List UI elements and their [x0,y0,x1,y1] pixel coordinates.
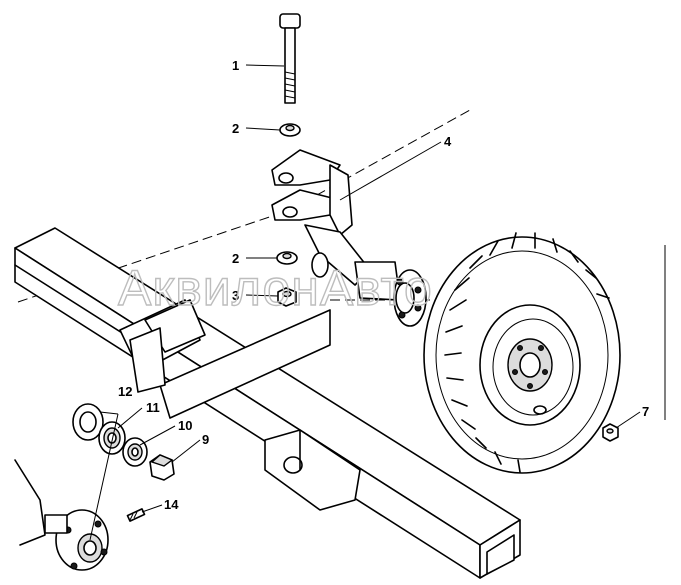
hitch-bracket [264,429,361,511]
bearing-10 [122,437,148,467]
bearing-11 [98,421,126,455]
cross-tube [119,299,331,419]
washer-12 [72,403,104,441]
leader-lines [89,64,641,541]
spindle-bracket [271,149,401,301]
nut-3 [277,287,297,307]
wheel-nut [602,423,619,442]
centerline-upper [289,109,471,211]
callout-11: 11 [146,400,160,415]
callout-10: 10 [178,418,192,433]
upper-hub [311,252,427,327]
callout-3: 3 [232,288,239,303]
callout-2-lower: 2 [232,251,239,266]
callout-14: 14 [164,497,179,512]
callout-12: 12 [118,384,132,399]
callout-4: 4 [444,134,452,149]
watermark-text: АквилонАвто [118,260,433,316]
wheel-stud-14 [126,508,146,522]
dust-cap-9 [149,454,175,481]
callout-1: 1 [232,58,239,73]
bolt [279,13,301,104]
lower-hub [14,459,109,571]
wheel-tire [423,232,621,474]
callout-7: 7 [642,404,649,419]
washer-upper [279,123,301,137]
callout-9: 9 [202,432,209,447]
callout-2-upper: 2 [232,121,239,136]
